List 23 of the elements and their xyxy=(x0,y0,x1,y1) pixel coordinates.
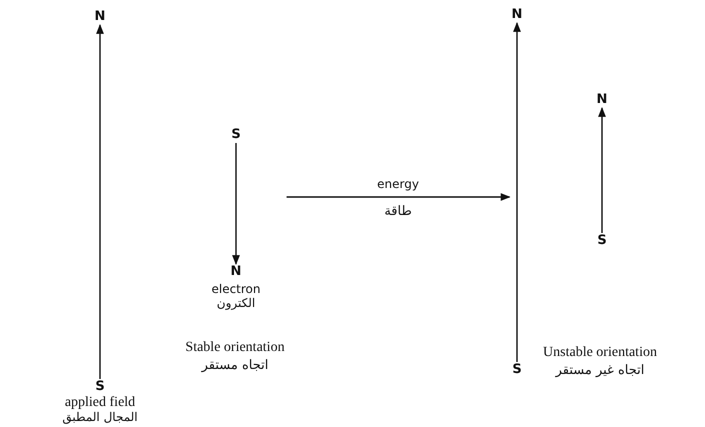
pole-label: S xyxy=(95,380,105,394)
pole-label: N xyxy=(230,265,242,279)
pole-label: N xyxy=(94,10,106,24)
pole-name-translation: المجال المطبق xyxy=(62,410,138,424)
caption-translation: اتجاه غير مستقر xyxy=(556,363,644,378)
edge-label-translation: طاقة xyxy=(384,204,412,219)
pole-label: N xyxy=(596,93,608,107)
dipole-arrow xyxy=(598,107,606,233)
energy-arrow xyxy=(286,193,511,201)
pole-label: N xyxy=(512,8,522,22)
pole-label: S xyxy=(512,363,522,377)
dipole-arrow xyxy=(232,143,240,265)
pole-label: S xyxy=(231,128,241,142)
pole-name-label: applied field xyxy=(64,396,136,410)
group-caption: Unstable orientation xyxy=(543,345,657,360)
dipole-arrow xyxy=(96,24,104,379)
pole-name-translation: الكترون xyxy=(216,296,256,310)
pole-name-label: electron xyxy=(211,282,261,296)
pole-label: S xyxy=(597,234,607,248)
caption-translation: اتجاه مستقر xyxy=(202,358,268,373)
edge-label: energy xyxy=(377,177,419,192)
group-caption: Stable orientation xyxy=(185,340,285,355)
dipole-arrow xyxy=(513,22,521,362)
